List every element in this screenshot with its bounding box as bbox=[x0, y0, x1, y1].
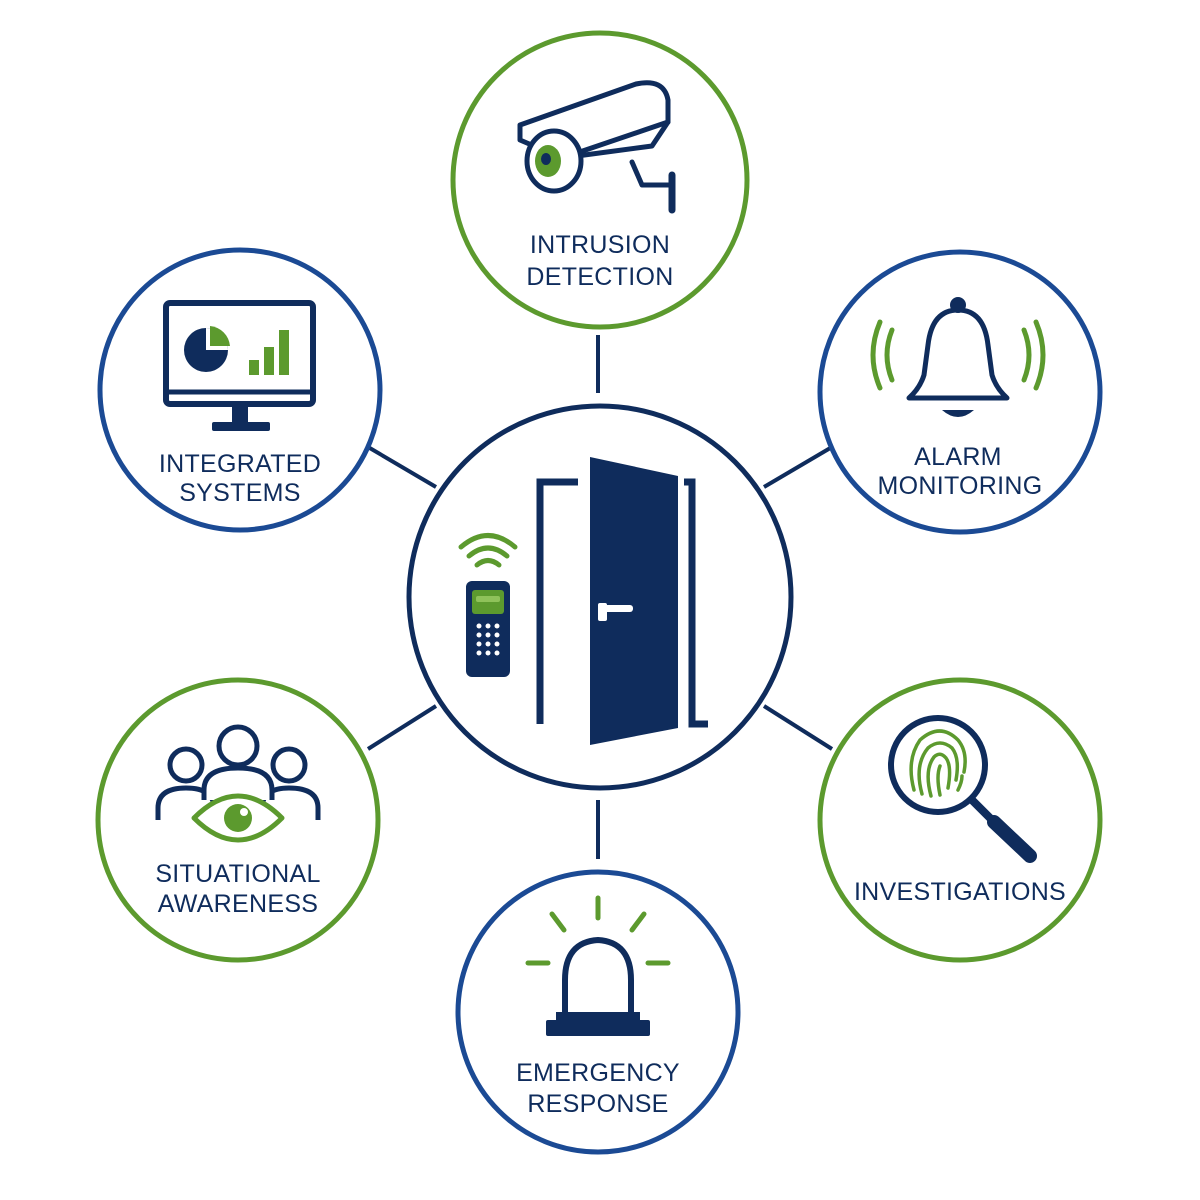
node-label-line1: INTRUSION bbox=[530, 231, 670, 259]
people-eye-icon bbox=[155, 724, 321, 843]
node-intrusion-detection: INTRUSION DETECTION bbox=[450, 30, 750, 330]
node-integrated-systems: INTEGRATED SYSTEMS bbox=[97, 247, 383, 533]
node-label-line2: AWARENESS bbox=[158, 890, 319, 918]
node-label-line1: EMERGENCY bbox=[516, 1059, 680, 1087]
node-ring bbox=[817, 249, 1103, 535]
fingerprint-magnifier-icon bbox=[888, 715, 1037, 863]
connector-alarm-monitoring bbox=[762, 445, 834, 489]
alarm-bell-icon bbox=[870, 297, 1046, 417]
node-label-line1: ALARM bbox=[914, 443, 1002, 471]
security-camera-icon bbox=[517, 80, 676, 214]
node-situational-awareness: SITUATIONAL AWARENESS bbox=[95, 677, 381, 963]
center-node bbox=[406, 403, 794, 791]
node-label-line1: INTEGRATED bbox=[159, 450, 321, 478]
node-alarm-monitoring: ALARM MONITORING bbox=[817, 249, 1103, 535]
connector-integrated-systems bbox=[366, 445, 438, 489]
node-label-line2: DETECTION bbox=[526, 263, 673, 291]
monitor-dashboard-icon bbox=[163, 300, 316, 431]
node-label-line1: SITUATIONAL bbox=[155, 860, 320, 888]
node-investigations: INVESTIGATIONS bbox=[817, 677, 1103, 963]
door-access-control-icon bbox=[458, 457, 708, 745]
node-label-line2: SYSTEMS bbox=[179, 479, 301, 507]
node-label-line2: MONITORING bbox=[877, 472, 1042, 500]
node-ring bbox=[450, 30, 750, 330]
node-label-line2: RESPONSE bbox=[527, 1090, 668, 1118]
node-ring bbox=[817, 677, 1103, 963]
connector-investigations bbox=[762, 704, 834, 751]
node-label-line1: INVESTIGATIONS bbox=[854, 878, 1066, 906]
connectors bbox=[366, 335, 834, 859]
node-emergency-response: EMERGENCY RESPONSE bbox=[455, 869, 741, 1155]
connector-situational-awareness bbox=[366, 704, 438, 751]
emergency-beacon-icon bbox=[525, 895, 671, 1036]
